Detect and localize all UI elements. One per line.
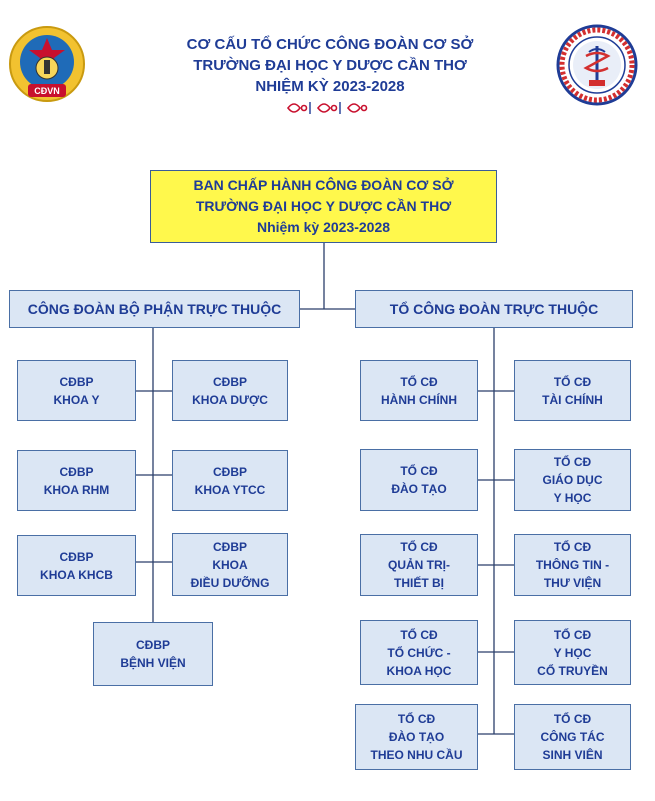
unit-line: HÀNH CHÍNH: [381, 392, 457, 407]
unit-box-khoa-rhm: CĐBP KHOA RHM: [17, 450, 136, 511]
unit-line: THÔNG TIN -: [535, 558, 610, 572]
unit-line: TỔ CHỨC -: [387, 645, 451, 660]
unit-line: ĐÀO TẠO: [388, 730, 445, 744]
unit-line: BỆNH VIỆN: [120, 656, 186, 670]
unit-line: TÀI CHÍNH: [542, 392, 603, 407]
unit-line: TỔ CĐ: [397, 712, 436, 726]
unit-box-khoa-y: CĐBP KHOA Y: [17, 360, 136, 421]
left-branch-title: CÔNG ĐOÀN BỘ PHẬN TRỰC THUỘC: [27, 301, 282, 317]
unit-line: TỔ CĐ: [400, 540, 438, 554]
unit-box-benh-vien: CĐBP BỆNH VIỆN: [93, 622, 213, 686]
unit-line: THƯ VIỆN: [543, 576, 602, 590]
unit-line: Y HỌC: [553, 645, 592, 660]
unit-line: Y HỌC: [553, 491, 592, 505]
unit-line: TỔ CĐ: [400, 464, 438, 478]
unit-line: KHOA: [212, 557, 248, 572]
unit-line: TỔ CĐ: [400, 627, 438, 642]
title-line-2: TRƯỜNG ĐẠI HỌC Y DƯỢC CẦN THƠ: [193, 57, 467, 74]
top-box-line-1: BAN CHẤP HÀNH CÔNG ĐOÀN CƠ SỞ: [193, 177, 454, 193]
executive-committee-box: BAN CHẤP HÀNH CÔNG ĐOÀN CƠ SỞ TRƯỜNG ĐẠI…: [150, 170, 497, 243]
unit-line: CĐBP: [212, 464, 247, 479]
unit-line: GIÁO DỤC: [542, 473, 603, 487]
page-title: CƠ CẤU TỔ CHỨC CÔNG ĐOÀN CƠ SỞ TRƯỜNG ĐẠ…: [150, 34, 510, 97]
unit-box-y-hoc-co-truyen: TỔ CĐ Y HỌC CỔ TRUYỀN: [514, 620, 631, 685]
union-logo-icon: CĐVN: [9, 26, 85, 102]
unit-box-hanh-chinh: TỔ CĐ HÀNH CHÍNH: [360, 360, 478, 421]
unit-line: QUẢN TRỊ-: [388, 558, 450, 572]
unit-line: KHOA RHM: [43, 482, 110, 497]
unit-line: KHOA DƯỢC: [192, 392, 268, 407]
unit-line: TỔ CĐ: [553, 374, 592, 389]
top-box-line-2: TRƯỜNG ĐẠI HỌC Y DƯỢC CẦN THƠ: [195, 198, 452, 214]
unit-line: ĐÀO TẠO: [391, 482, 447, 496]
decorative-ornament-icon: [286, 102, 368, 114]
left-branch-header: CÔNG ĐOÀN BỘ PHẬN TRỰC THUỘC: [9, 290, 300, 328]
right-branch-title: TỔ CÔNG ĐOÀN TRỰC THUỘC: [389, 301, 599, 317]
unit-box-tai-chinh: TỔ CĐ TÀI CHÍNH: [514, 360, 631, 421]
university-logo-icon: [556, 24, 638, 106]
unit-line: CÔNG TÁC: [540, 730, 605, 744]
title-line-1: CƠ CẤU TỔ CHỨC CÔNG ĐOÀN CƠ SỞ: [186, 36, 474, 53]
unit-box-giao-duc-y-hoc: TỔ CĐ GIÁO DỤC Y HỌC: [514, 449, 631, 511]
unit-line: ĐIỀU DƯỠNG: [190, 575, 270, 590]
unit-line: THIẾT BỊ: [394, 576, 444, 590]
unit-line: CĐBP: [212, 374, 247, 389]
unit-line: KHOA KHCB: [40, 567, 113, 582]
unit-box-cong-tac-sinh-vien: TỔ CĐ CÔNG TÁC SINH VIÊN: [514, 704, 631, 770]
unit-box-thong-tin-thu-vien: TỔ CĐ THÔNG TIN - THƯ VIỆN: [514, 534, 631, 596]
unit-line: TỔ CĐ: [553, 627, 592, 642]
unit-line: TỔ CĐ: [400, 374, 438, 389]
unit-box-quan-tri-thiet-bi: TỔ CĐ QUẢN TRỊ- THIẾT BỊ: [360, 534, 478, 596]
unit-line: TỔ CĐ: [553, 712, 592, 726]
unit-line: CĐBP: [59, 464, 94, 479]
top-box-line-3: Nhiệm kỳ 2023-2028: [256, 219, 391, 235]
unit-box-khoa-dieu-duong: CĐBP KHOA ĐIỀU DƯỠNG: [172, 533, 288, 596]
unit-line: CĐBP: [212, 539, 247, 554]
unit-box-khoa-duoc: CĐBP KHOA DƯỢC: [172, 360, 288, 421]
unit-line: TỔ CĐ: [553, 540, 592, 554]
right-branch-header: TỔ CÔNG ĐOÀN TRỰC THUỘC: [355, 290, 633, 328]
unit-line: KHOA YTCC: [194, 482, 266, 497]
unit-line: TỔ CĐ: [553, 455, 592, 469]
unit-line: SINH VIÊN: [542, 748, 603, 762]
unit-box-dao-tao-theo-nhu-cau: TỔ CĐ ĐÀO TẠO THEO NHU CẦU: [355, 704, 478, 770]
unit-line: CỔ TRUYỀN: [537, 663, 608, 678]
unit-line: KHOA HỌC: [386, 663, 452, 678]
unit-box-to-chuc-khoa-hoc: TỔ CĐ TỔ CHỨC - KHOA HỌC: [360, 620, 478, 685]
unit-line: THEO NHU CẦU: [370, 748, 463, 762]
logo-left-text: CĐVN: [34, 86, 60, 96]
unit-line: CĐBP: [59, 549, 94, 564]
unit-line: CĐBP: [135, 638, 170, 652]
title-line-3: NHIỆM KỲ 2023-2028: [255, 78, 405, 95]
unit-box-dao-tao: TỔ CĐ ĐÀO TẠO: [360, 449, 478, 511]
unit-box-khoa-khcb: CĐBP KHOA KHCB: [17, 535, 136, 596]
unit-box-khoa-ytcc: CĐBP KHOA YTCC: [172, 450, 288, 511]
unit-line: CĐBP: [59, 374, 94, 389]
unit-line: KHOA Y: [53, 392, 100, 407]
